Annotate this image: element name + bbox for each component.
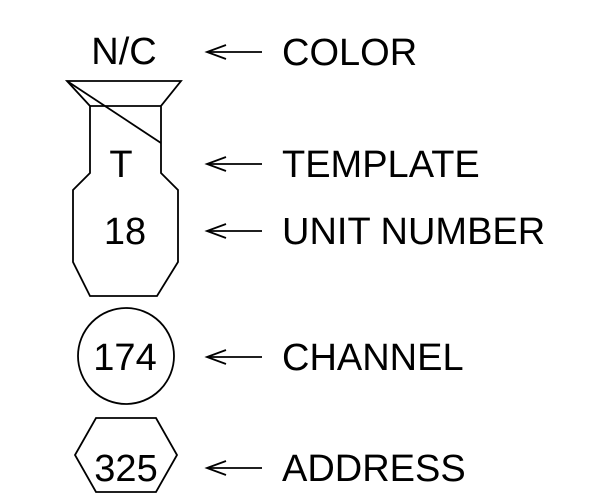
- unit-body-outline: [64, 80, 183, 297]
- address-value: 325: [94, 448, 157, 490]
- label-template: TEMPLATE: [282, 144, 480, 186]
- channel-circle: [77, 307, 175, 405]
- label-channel: CHANNEL: [282, 337, 464, 379]
- label-address: ADDRESS: [282, 448, 466, 490]
- label-color: COLOR: [282, 32, 417, 74]
- arrow-head-icon: [204, 460, 227, 476]
- channel-value: 174: [93, 337, 156, 379]
- label-unit-number: UNIT NUMBER: [282, 211, 545, 253]
- color-value: N/C: [91, 31, 156, 73]
- arrow-head-icon: [204, 349, 227, 365]
- arrow-address: [204, 460, 262, 476]
- arrow-head-icon: [204, 223, 227, 239]
- template-value: T: [109, 144, 132, 186]
- unit-number-value: 18: [104, 211, 146, 253]
- arrow-unit-number: [204, 223, 262, 239]
- arrow-head-icon: [204, 44, 227, 60]
- arrow-color: [204, 44, 262, 60]
- arrow-template: [204, 156, 262, 172]
- address-hexagon: [73, 417, 179, 493]
- arrow-channel: [204, 349, 262, 365]
- arrow-head-icon: [204, 156, 227, 172]
- funnel-diagonal: [66, 80, 162, 144]
